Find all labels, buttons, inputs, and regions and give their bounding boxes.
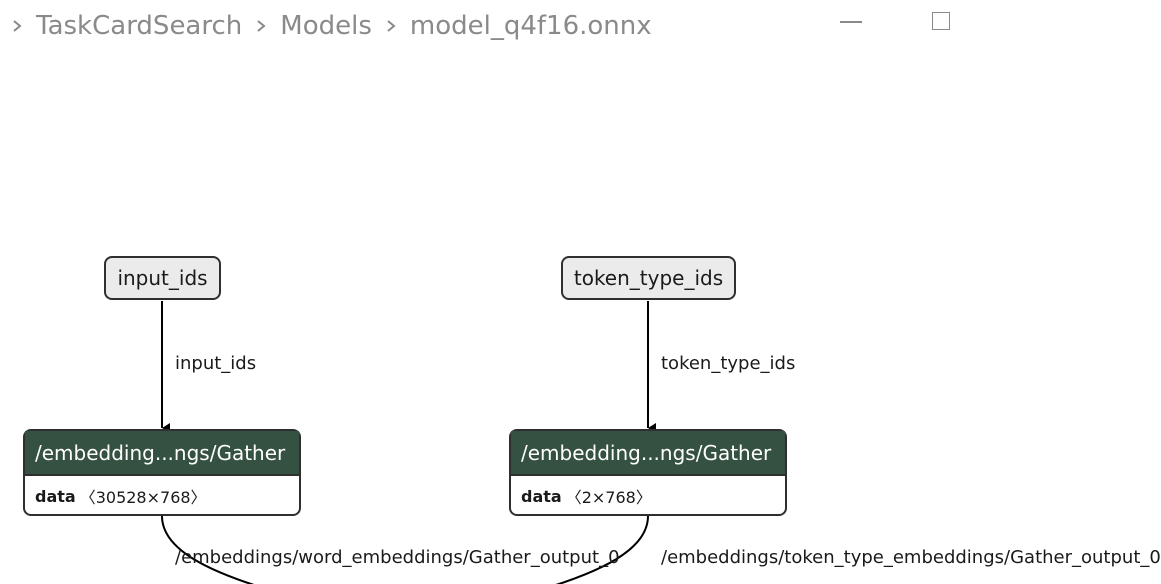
attribute-shape: 〈2×768〉 bbox=[565, 488, 652, 507]
op-node-token-type-embeddings-gather[interactable]: /embedding...ngs/Gather data 〈2×768〉 bbox=[509, 429, 787, 516]
graph-input-token-type-ids[interactable]: token_type_ids bbox=[561, 256, 736, 300]
edge-label-input-ids: input_ids bbox=[175, 353, 257, 374]
graph-input-input-ids[interactable]: input_ids bbox=[104, 256, 221, 300]
op-node-attribute: data 〈30528×768〉 bbox=[25, 476, 299, 516]
breadcrumb-item-model-file[interactable]: model_q4f16.onnx bbox=[409, 11, 652, 41]
breadcrumb: TaskCardSearch Models model_q4f16.onnx bbox=[0, 8, 652, 44]
op-node-title: /embedding...ngs/Gather bbox=[511, 431, 785, 476]
breadcrumb-item-models[interactable]: Models bbox=[280, 11, 372, 41]
attribute-name: data bbox=[35, 486, 76, 506]
edge-label-token-type-embeddings-output: /embeddings/token_type_embeddings/Gather… bbox=[661, 547, 1161, 568]
edge-label-token-type-ids: token_type_ids bbox=[661, 353, 796, 374]
maximize-icon[interactable] bbox=[932, 12, 950, 30]
attribute-shape: 〈30528×768〉 bbox=[79, 488, 207, 507]
op-node-attribute: data 〈2×768〉 bbox=[511, 476, 785, 516]
breadcrumb-item-taskcardsearch[interactable]: TaskCardSearch bbox=[36, 11, 243, 41]
op-node-word-embeddings-gather[interactable]: /embedding...ngs/Gather data 〈30528×768〉 bbox=[23, 429, 301, 516]
title-bar: TaskCardSearch Models model_q4f16.onnx bbox=[0, 0, 950, 52]
graph-input-label: input_ids bbox=[117, 266, 208, 290]
minimize-icon[interactable] bbox=[840, 21, 862, 23]
op-node-title: /embedding...ngs/Gather bbox=[25, 431, 299, 476]
edge-label-word-embeddings-output: /embeddings/word_embeddings/Gather_outpu… bbox=[175, 547, 620, 568]
chevron-right-icon bbox=[380, 19, 402, 33]
chevron-right-icon bbox=[6, 19, 28, 33]
attribute-name: data bbox=[521, 486, 562, 506]
chevron-right-icon bbox=[250, 19, 272, 33]
graph-input-label: token_type_ids bbox=[573, 266, 724, 290]
